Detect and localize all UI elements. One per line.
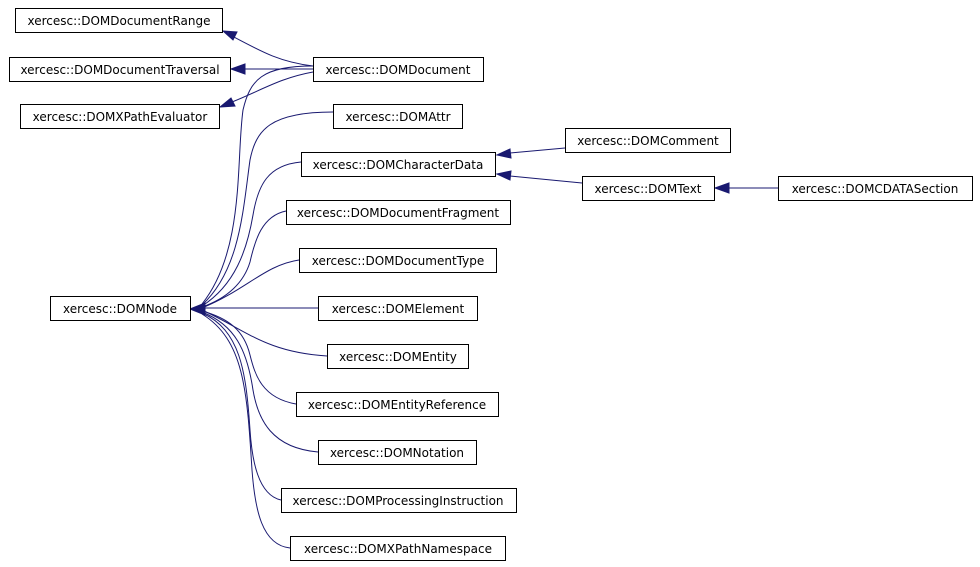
class-label: xercesc::DOMNode bbox=[63, 302, 177, 316]
class-label: xercesc::DOMEntityReference bbox=[308, 398, 486, 412]
class-node-document-traversal[interactable]: xercesc::DOMDocumentTraversal bbox=[9, 57, 231, 82]
class-node-document[interactable]: xercesc::DOMDocument bbox=[313, 57, 484, 82]
class-label: xercesc::DOMXPathNamespace bbox=[304, 542, 492, 556]
edge-node-xpathns bbox=[201, 313, 291, 549]
edge-text-chardata bbox=[509, 175, 583, 184]
class-node-entity[interactable]: xercesc::DOMEntity bbox=[327, 344, 469, 369]
arrowhead-document-xpatheval bbox=[218, 97, 236, 108]
class-node-xpath-evaluator[interactable]: xercesc::DOMXPathEvaluator bbox=[20, 104, 220, 129]
edges bbox=[188, 30, 778, 549]
class-node-document-type[interactable]: xercesc::DOMDocumentType bbox=[299, 248, 497, 273]
class-label: xercesc::DOMDocumentTraversal bbox=[20, 63, 219, 77]
edge-node-entityref bbox=[201, 310, 297, 405]
class-node-xpath-namespace[interactable]: xercesc::DOMXPathNamespace bbox=[290, 536, 506, 561]
class-node-attr[interactable]: xercesc::DOMAttr bbox=[333, 104, 463, 129]
class-node-comment[interactable]: xercesc::DOMComment bbox=[565, 128, 731, 153]
class-label: xercesc::DOMComment bbox=[577, 134, 719, 148]
edge-node-notation bbox=[201, 311, 319, 453]
class-label: xercesc::DOMElement bbox=[332, 302, 465, 316]
class-label: xercesc::DOMText bbox=[594, 182, 701, 196]
arrowhead-text-chardata bbox=[495, 170, 512, 181]
edge-comment-chardata bbox=[509, 147, 566, 154]
arrowhead-document-range bbox=[221, 30, 238, 41]
class-label: xercesc::DOMAttr bbox=[345, 110, 450, 124]
class-label: xercesc::DOMEntity bbox=[339, 350, 457, 364]
class-label: xercesc::DOMDocumentType bbox=[312, 254, 484, 268]
edge-node-procinst bbox=[201, 312, 282, 501]
arrowhead-node bbox=[188, 302, 206, 316]
class-label: xercesc::DOMCDATASection bbox=[792, 182, 959, 196]
class-label: xercesc::DOMProcessingInstruction bbox=[292, 494, 503, 508]
class-node-character-data[interactable]: xercesc::DOMCharacterData bbox=[301, 152, 496, 177]
edge-node-doctype bbox=[201, 259, 300, 309]
class-label: xercesc::DOMXPathEvaluator bbox=[33, 110, 208, 124]
edge-document-xpatheval bbox=[231, 71, 314, 103]
edge-node-chardata bbox=[201, 161, 302, 307]
class-label: xercesc::DOMDocumentRange bbox=[28, 14, 211, 28]
arrowhead-cdata-text bbox=[713, 182, 730, 194]
class-label: xercesc::DOMNotation bbox=[330, 446, 464, 460]
class-node-element[interactable]: xercesc::DOMElement bbox=[318, 296, 478, 321]
class-node-document-fragment[interactable]: xercesc::DOMDocumentFragment bbox=[286, 200, 511, 225]
class-node-document-range[interactable]: xercesc::DOMDocumentRange bbox=[15, 8, 223, 33]
arrowhead-document-traversal bbox=[229, 63, 246, 75]
edge-node-document bbox=[201, 65, 314, 305]
class-label: xercesc::DOMDocumentFragment bbox=[297, 206, 500, 220]
edge-node-fragment bbox=[201, 210, 287, 308]
class-node-cdata-section[interactable]: xercesc::DOMCDATASection bbox=[778, 176, 973, 201]
class-node-processing-instruction[interactable]: xercesc::DOMProcessingInstruction bbox=[281, 488, 517, 513]
class-node-entity-reference[interactable]: xercesc::DOMEntityReference bbox=[296, 392, 499, 417]
class-node-notation[interactable]: xercesc::DOMNotation bbox=[318, 440, 477, 465]
class-label: xercesc::DOMDocument bbox=[326, 63, 471, 77]
class-label: xercesc::DOMCharacterData bbox=[313, 158, 484, 172]
class-node-node[interactable]: xercesc::DOMNode bbox=[50, 296, 191, 321]
arrowhead-comment-chardata bbox=[495, 148, 512, 159]
edge-node-attr bbox=[201, 111, 334, 306]
class-node-text[interactable]: xercesc::DOMText bbox=[582, 176, 715, 201]
edge-node-entity bbox=[201, 309, 328, 357]
edge-document-range bbox=[231, 35, 314, 67]
